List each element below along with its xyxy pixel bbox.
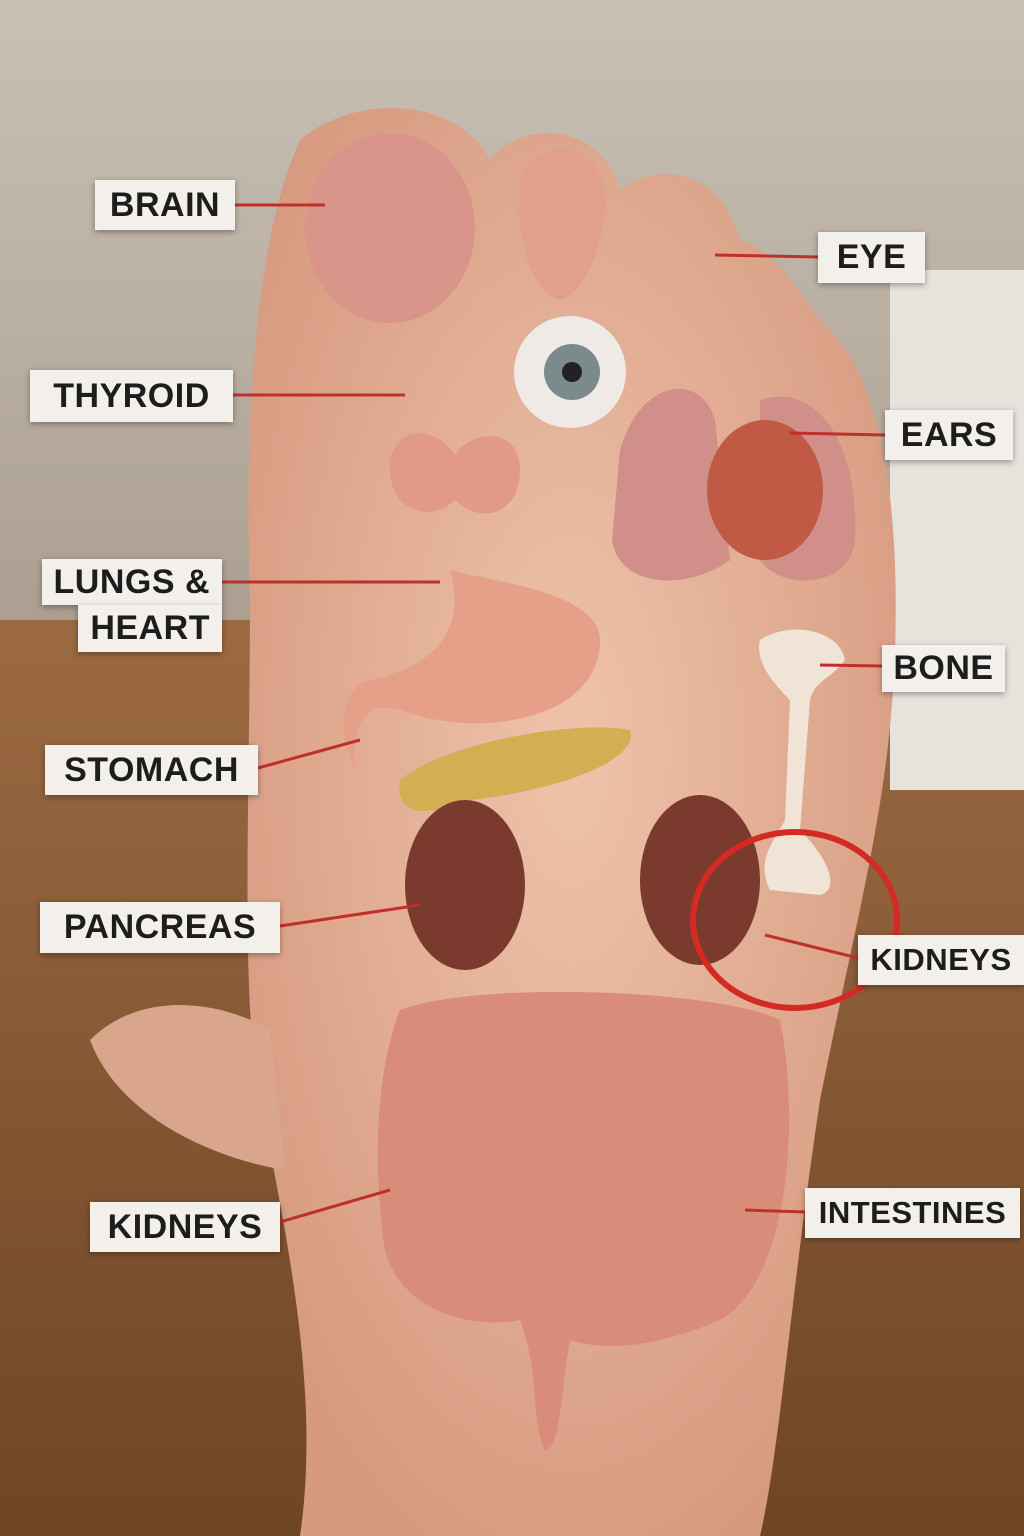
label-ears: EARS [885,410,1013,460]
pancreas-model [399,727,631,812]
thyroid-model [389,433,520,514]
kidney-left-model [405,800,525,970]
label-kidneys-left: KIDNEYS [90,1202,280,1252]
label-kidneys-right: KIDNEYS [858,935,1024,985]
cabinet [890,270,1024,790]
kidneys-highlight-circle [690,829,900,1011]
ear-model [519,148,606,300]
stomach-model [343,570,600,770]
bone-model [759,629,845,895]
leader-line-intestines [744,1208,806,1214]
label-eye: EYE [818,232,925,283]
label-lungs-heart: LUNGS & HEART [25,558,232,652]
leader-line-kidneys-left [279,1188,391,1224]
kidney-right-model [640,795,760,965]
other-foot [90,1005,285,1170]
leader-line-stomach [257,738,361,770]
label-intestines: INTESTINES [805,1188,1020,1238]
brain-model [305,133,475,323]
eye-pupil [562,362,582,382]
label-pancreas: PANCREAS [40,902,280,953]
leader-line-eye [714,253,819,259]
label-brain: BRAIN [95,180,235,230]
label-bone: BONE [882,645,1005,692]
label-stomach: STOMACH [45,745,258,795]
leader-line-ears [789,431,886,437]
heart-model [707,420,823,560]
leader-line-kidneys-right [764,933,859,960]
leader-line-pancreas [279,903,421,928]
intestines-model [377,991,790,1450]
label-thyroid: THYROID [30,370,233,422]
label-lungs-heart-line2: HEART [78,605,222,652]
leader-line-bone [819,663,883,668]
leader-lines [222,203,886,1224]
label-lungs-heart-line1: LUNGS & [41,558,222,605]
